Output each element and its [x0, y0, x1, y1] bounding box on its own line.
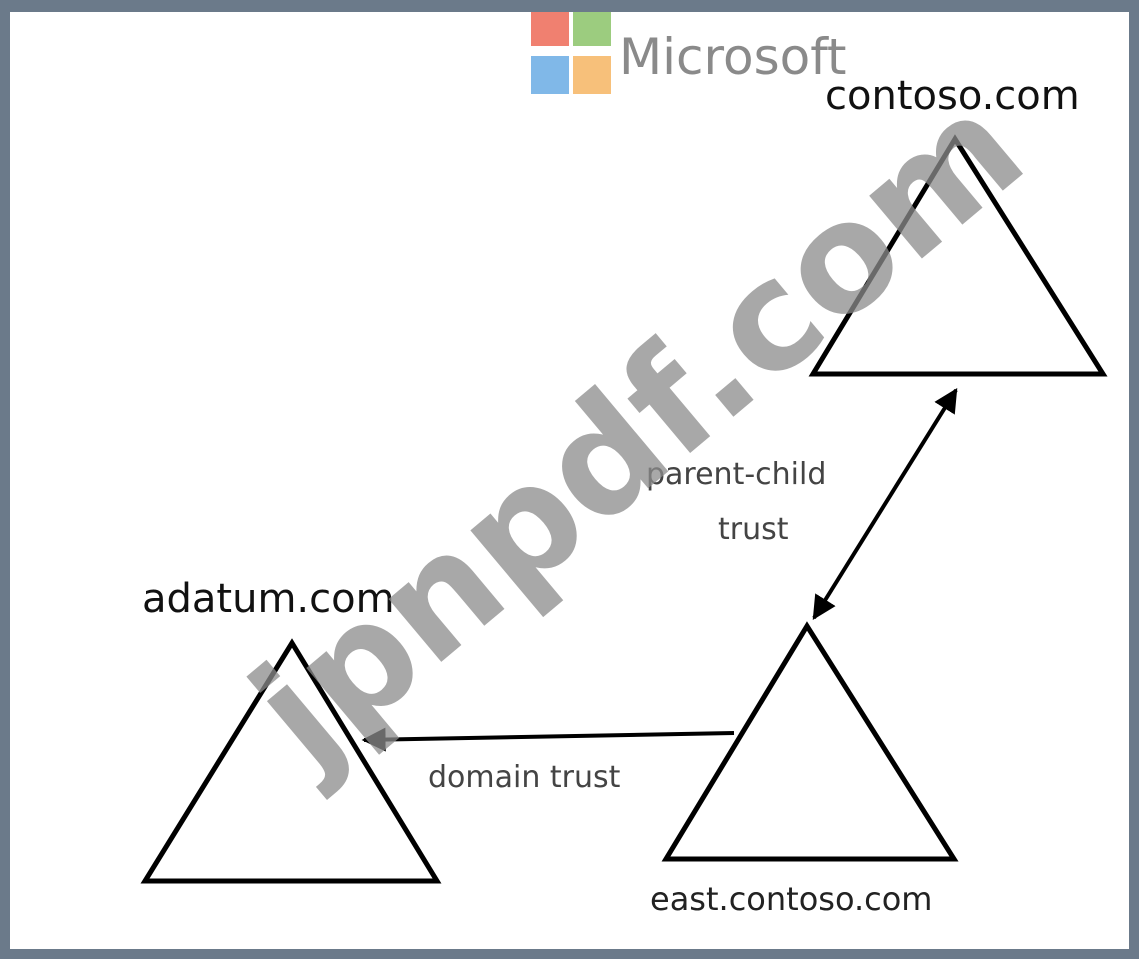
domain-label-adatum: adatum.com	[142, 576, 395, 622]
domain-triangle-contoso	[808, 134, 1108, 377]
microsoft-logo: Microsoft	[531, 12, 847, 94]
domain-label-contoso: contoso.com	[825, 73, 1080, 119]
parent-child-trust-arrow	[812, 387, 958, 621]
domain-trust-label: domain trust	[428, 760, 621, 795]
logo-square-red	[531, 12, 569, 46]
logo-square-green	[573, 12, 611, 46]
trust-diagram: Microsoft contoso.com east.contoso.com a…	[140, 12, 1108, 918]
domain-triangle-east	[661, 621, 959, 862]
parent-child-trust-label-1: parent-child	[646, 457, 826, 492]
domain-trust-arrow	[361, 727, 735, 752]
logo-square-yellow	[573, 56, 611, 94]
domain-triangle-adatum	[140, 638, 442, 884]
logo-text: Microsoft	[619, 28, 847, 86]
parent-child-trust-label-2: trust	[718, 512, 789, 547]
diagram-frame: Microsoft contoso.com east.contoso.com a…	[10, 12, 1129, 949]
logo-square-blue	[531, 56, 569, 94]
domain-label-east: east.contoso.com	[650, 880, 932, 918]
